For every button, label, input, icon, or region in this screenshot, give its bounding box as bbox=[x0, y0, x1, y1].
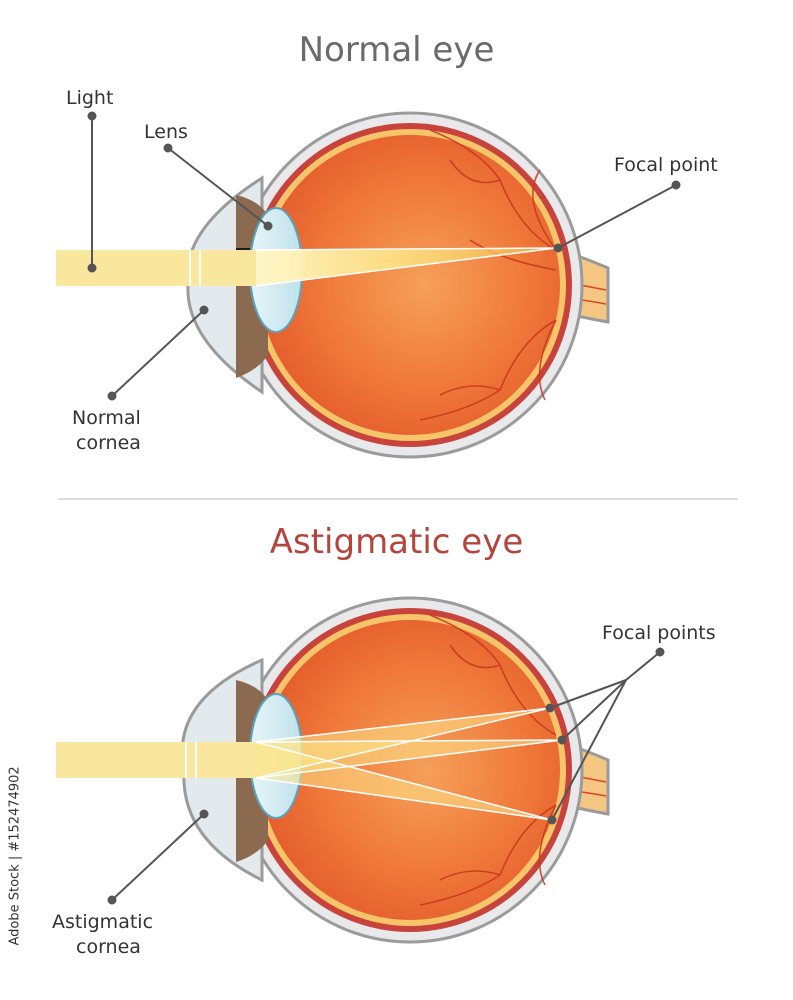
light-beam bbox=[56, 742, 256, 778]
normal-eye-title: Normal eye bbox=[298, 30, 495, 70]
stock-id-text: Adobe Stock | #152474902 bbox=[7, 766, 23, 946]
eyeball-body bbox=[260, 135, 560, 435]
astigmatic-eye-title: Astigmatic eye bbox=[269, 522, 524, 562]
section-divider bbox=[58, 498, 738, 500]
light-label: Light bbox=[66, 87, 114, 109]
light-beam bbox=[56, 250, 256, 286]
lens-label: Lens bbox=[144, 121, 188, 143]
normal-eye bbox=[56, 111, 681, 459]
astigmatic-cornea-label-line2: cornea bbox=[76, 936, 141, 958]
eyeball-body bbox=[260, 620, 560, 920]
astigmatic-eye bbox=[56, 596, 665, 944]
focal-point-label: Focal point bbox=[614, 154, 718, 176]
normal-cornea-label-line1: Normal bbox=[72, 407, 141, 429]
focal-points-label: Focal points bbox=[602, 622, 716, 644]
stock-id-watermark: Adobe Stock | #152474902 bbox=[4, 755, 26, 955]
normal-cornea-label-line2: cornea bbox=[76, 432, 141, 454]
astigmatic-cornea-label-line1: Astigmatic bbox=[52, 911, 154, 933]
